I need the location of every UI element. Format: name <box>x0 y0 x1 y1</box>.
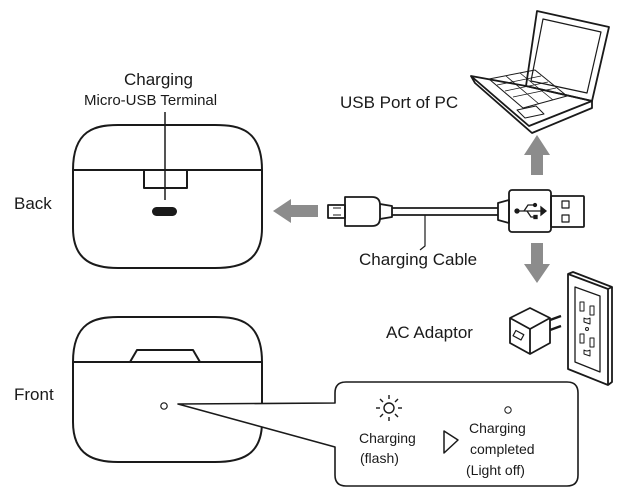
cable-label: Charging Cable <box>359 250 478 269</box>
case-back <box>72 112 263 269</box>
usb-port-label: USB Port of PC <box>340 93 459 112</box>
arrow-to-case <box>273 199 318 223</box>
completed-status-label: Charging <box>469 420 526 436</box>
terminal-title: Charging <box>124 70 193 89</box>
led-indicator <box>160 402 168 410</box>
ac-adaptor-icon <box>509 307 562 355</box>
completed-status-label-2: completed <box>470 441 535 457</box>
charging-status-label: Charging <box>359 430 416 446</box>
completed-status-detail: (Light off) <box>466 462 525 478</box>
laptop-icon <box>470 10 610 134</box>
ac-adaptor-label: AC Adaptor <box>386 323 473 342</box>
charging-status-detail: (flash) <box>360 450 399 466</box>
wall-outlet-icon <box>567 271 613 386</box>
indicator-callout <box>177 381 579 487</box>
transition-triangle-icon <box>443 430 459 454</box>
light-off-icon <box>504 406 512 414</box>
usb-symbol-icon <box>514 202 548 220</box>
back-label: Back <box>14 194 52 213</box>
case-front <box>72 316 263 463</box>
front-label: Front <box>14 385 54 404</box>
arrow-down-to-adaptor <box>524 243 550 283</box>
micro-usb-port <box>152 207 177 216</box>
charging-cable <box>327 189 585 251</box>
flash-icon <box>376 395 402 421</box>
arrow-up-to-pc <box>524 135 550 175</box>
terminal-subtitle: Micro-USB Terminal <box>84 92 218 109</box>
